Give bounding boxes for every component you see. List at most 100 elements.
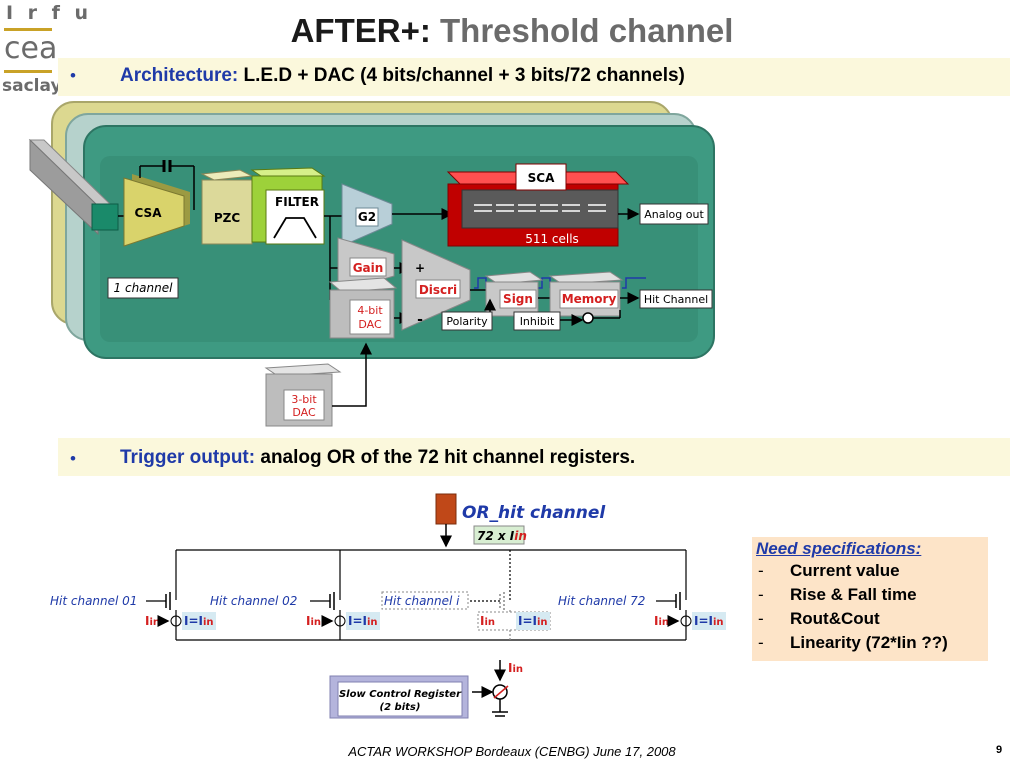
g2-label: G2: [358, 210, 376, 224]
sca-cells-label: 511 cells: [525, 232, 579, 246]
ref-iin-label: Iin: [508, 661, 523, 675]
hit-channel-box: [639, 289, 713, 309]
ch72-eq: I=Iin: [694, 614, 724, 628]
or-hit-title: OR_hit channel: [462, 503, 606, 523]
sca-label: SCA: [528, 171, 555, 185]
ch72-iin: Iin: [654, 614, 669, 628]
pzc-block: [201, 179, 253, 245]
bullet-band-2: [58, 438, 1010, 476]
ref-adjust-arrow: [493, 685, 509, 699]
count-label: 72 x Iin: [477, 529, 527, 543]
bullet-dot-1: •: [70, 66, 76, 85]
gain-label-box: [349, 257, 387, 277]
bullet-architecture: Architecture: L.E.D + DAC (4 bits/channe…: [120, 65, 685, 87]
hit-channel-i-label: Hit channel i: [384, 594, 460, 608]
input-connector: [91, 203, 119, 231]
pulse-icon-2: [538, 277, 551, 289]
polarity-label: Polarity: [446, 315, 488, 328]
sign-top: [484, 271, 544, 285]
specifications-heading: Need specifications:: [756, 539, 922, 558]
count-box: [473, 525, 525, 545]
input-pipe-side: [29, 138, 99, 236]
chi-current-labels: Iin I=Iin: [477, 611, 551, 631]
ch72-current-labels: Iin I=Iin: [654, 612, 726, 630]
spec-item: -Rise & Fall time: [758, 585, 917, 604]
polarity-box: [441, 311, 493, 331]
ch01-current-labels: Iin I=Iin: [145, 612, 216, 630]
dac4-label-1: 4-bit: [357, 304, 383, 317]
dac3-label-2: DAC: [292, 406, 316, 419]
filter-shape-icon: [273, 217, 317, 239]
csa-label: CSA: [135, 206, 163, 220]
filter-label: FILTER: [275, 195, 319, 209]
hit-channel-i-box: [381, 591, 469, 610]
saclay-logo-text: saclay: [2, 76, 62, 96]
g2-label-box: [355, 207, 379, 227]
chi-eq-box: [516, 612, 550, 630]
ch01-eq-box: [182, 612, 216, 630]
ch02-current-labels: Iin I=Iin: [306, 612, 380, 630]
sca-label-box: [515, 163, 567, 191]
slow-control-label-1: Slow Control Register: [339, 689, 462, 700]
sign-label-box: [499, 289, 537, 309]
discri-minus: -: [417, 312, 423, 328]
title-part-1: AFTER+:: [290, 12, 431, 49]
irfu-logo-text: I r f u: [6, 2, 93, 24]
csa-amplifier: [123, 177, 185, 247]
pulse-icon-1: [474, 277, 487, 289]
dac4-label-2: DAC: [358, 318, 382, 331]
bullet-1-text: L.E.D + DAC (4 bits/channel + 3 bits/72 …: [243, 65, 685, 86]
hit-channel-72-label: Hit channel 72: [558, 594, 645, 608]
analog-out-box: [639, 203, 709, 225]
spec-item: -Rout&Cout: [758, 609, 880, 628]
discri-plus: +: [415, 261, 425, 275]
sca-capacitors: [474, 204, 606, 212]
bullet-1-label: Architecture:: [120, 65, 239, 86]
spec-item: -Linearity (72*Iin ??): [758, 633, 948, 652]
bullet-dot-2: •: [70, 449, 76, 468]
dac4-top: [328, 277, 398, 293]
memory-label-box: [559, 289, 619, 309]
count-sub: in: [514, 529, 527, 543]
bullet-band-1: [58, 58, 1010, 96]
page-title: AFTER+: Threshold channel: [0, 12, 1024, 50]
footer-text: ACTAR WORKSHOP Bordeaux (CENBG) June 17,…: [348, 744, 676, 759]
pzc-label: PZC: [214, 211, 240, 225]
count-main: 72 x I: [477, 529, 515, 543]
memory-label: Memory: [562, 292, 617, 306]
hit-channel-01-label: Hit channel 01: [50, 594, 137, 608]
inhibit-label: Inhibit: [520, 315, 555, 328]
specifications-box: Need specifications: -Current value -Ris…: [752, 537, 988, 661]
dac4-label-box: [349, 299, 391, 335]
discri-label: Discri: [419, 283, 457, 297]
spec-item: -Current value: [758, 561, 900, 580]
ch01-iin: Iin: [145, 614, 160, 628]
sca-cell-array: [461, 189, 619, 229]
page-number: 9: [996, 744, 1003, 756]
slow-control-label-2: (2 bits): [380, 702, 421, 713]
title-part-2: Threshold channel: [440, 12, 734, 49]
hit-channel-label: Hit Channel: [644, 293, 708, 306]
memory-top: [548, 271, 624, 285]
ch02-eq-box: [346, 612, 380, 630]
slow-control-register: [337, 681, 463, 717]
or-hit-source-block: [435, 493, 457, 525]
cea-logo: cea: [4, 31, 58, 66]
dac3-top: [264, 363, 342, 377]
ch02-eq: I=Iin: [348, 614, 378, 628]
ch02-iin: Iin: [306, 614, 321, 628]
inhibit-box: [513, 311, 561, 331]
pulse-icon-3: [622, 277, 646, 289]
ch72-eq-box: [692, 612, 726, 630]
bullet-2-text: analog OR of the 72 hit channel register…: [260, 447, 636, 468]
chi-iin: Iin: [480, 614, 495, 628]
dac3-label-1: 3-bit: [291, 393, 317, 406]
wire-dac3-dac4: [332, 342, 372, 407]
one-channel-box: [107, 277, 179, 299]
gain-label: Gain: [353, 261, 384, 275]
one-channel-label: 1 channel: [114, 281, 174, 295]
hit-channel-02-label: Hit channel 02: [210, 594, 297, 608]
bullet-trigger-output: Trigger output: analog OR of the 72 hit …: [120, 447, 635, 469]
bullet-2-label: Trigger output:: [120, 447, 256, 468]
